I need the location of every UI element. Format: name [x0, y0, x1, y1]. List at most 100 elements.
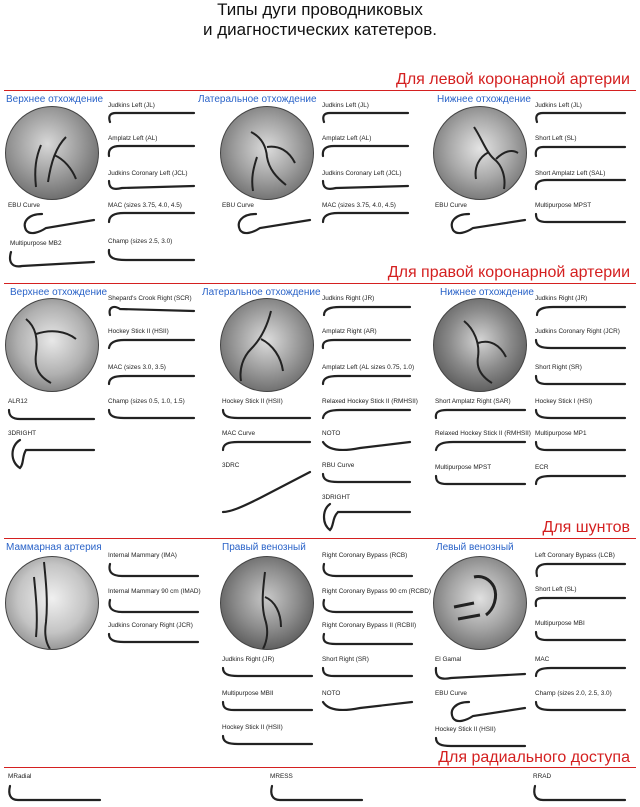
group-heading: Верхнее отхождение: [10, 287, 108, 298]
catheter-shape: [534, 440, 627, 452]
catheter-label: RBU Curve: [322, 462, 355, 469]
catheter-label: MAC (sizes 3.75, 4.0, 4.5): [322, 202, 396, 209]
catheter-label: Judkins Coronary Left (JCL): [108, 170, 188, 177]
catheter-shape: [107, 179, 196, 190]
catheter-shape: [107, 248, 196, 262]
catheter-shape: [108, 111, 196, 124]
catheter-label: Judkins Right (JR): [535, 295, 588, 302]
catheter-label: Multipurpose MPST: [435, 464, 492, 471]
catheter-label: MRadial: [8, 773, 32, 780]
page-title: Типы дуги проводниковых и диагностически…: [0, 0, 640, 40]
catheter-label: Judkins Left (JL): [322, 102, 369, 109]
catheter-label: Amplatz Left (AL): [322, 135, 372, 142]
catheter-shape: [107, 632, 200, 644]
group-heading: Нижнее отхождение: [440, 287, 534, 298]
catheter-label: EBU Curve: [222, 202, 254, 209]
catheter-shape: [107, 338, 196, 350]
catheter-shape: [107, 408, 196, 420]
catheter-shape: [7, 408, 96, 421]
catheter-label: Amplatz Left (AL sizes 0.75, 1.0): [322, 364, 415, 371]
catheter-label: MAC (sizes 3.75, 4.0, 4.5): [108, 202, 182, 209]
catheter-shape: [270, 784, 364, 802]
section-divider: [4, 283, 636, 284]
catheter-shape: [221, 408, 312, 420]
catheter-shape: [534, 178, 627, 191]
catheter-label: Champ (sizes 2.0, 2.5, 3.0): [535, 690, 612, 697]
catheter-shape: [321, 211, 410, 224]
catheter-shape: [221, 440, 312, 452]
group-heading: Нижнее отхождение: [437, 94, 531, 105]
catheter-shape: [321, 408, 412, 420]
catheter-label: Amplatz Right (AR): [322, 328, 377, 335]
section-radial-title: Для радиального доступа: [438, 749, 630, 766]
catheter-label: Multipurpose MPST: [535, 202, 592, 209]
group-heading: Латеральное отхождение: [198, 94, 317, 105]
catheter-label: Short Left (SL): [535, 135, 577, 142]
catheter-shape: [107, 144, 196, 158]
catheter-label: Judkins Coronary Right (JCR): [535, 328, 620, 335]
catheter-shape: [8, 784, 102, 802]
catheter-shape: [434, 736, 527, 748]
section-left-coronary-title: Для левой коронарной артерии: [395, 71, 630, 88]
catheter-label: Relaxed Hockey Stick II (RMHSII): [322, 398, 418, 405]
catheter-shape: [534, 408, 627, 420]
catheter-shape: [108, 562, 200, 578]
catheter-shape: [434, 408, 527, 420]
angiogram-image: [433, 106, 527, 200]
angiogram-image: [5, 298, 99, 392]
catheter-shape: [321, 338, 412, 350]
angiogram-image: [433, 556, 527, 650]
catheter-shape: [534, 474, 627, 486]
group-heading: Правый венозный: [222, 542, 306, 553]
catheter-shape: [108, 305, 196, 317]
catheter-shape: [535, 305, 627, 317]
catheter-label: Short Right (SR): [322, 656, 369, 663]
catheter-label: ALR12: [8, 398, 28, 405]
catheter-label: Judkins Right (JR): [322, 295, 375, 302]
catheter-shape: [321, 666, 414, 678]
catheter-label: Short Amplatz Left (SAL): [535, 170, 606, 177]
catheter-shape: [534, 666, 627, 678]
catheter-label: ECR: [535, 464, 549, 471]
title-line-1: Типы дуги проводниковых: [217, 0, 423, 19]
catheter-label: 3DRC: [222, 462, 240, 469]
catheter-label: Short Amplatz Right (SAR): [435, 398, 511, 405]
group-heading: Маммарная артерия: [6, 542, 102, 553]
catheter-label: Multipurpose MBII: [222, 690, 274, 697]
catheter-label: Hockey Stick II (HSII): [108, 328, 169, 335]
catheter-label: Internal Mammary 90 cm (IMAD): [108, 588, 201, 595]
section-divider: [4, 767, 636, 768]
group-heading: Верхнее отхождение: [6, 94, 104, 105]
angiogram-image: [220, 106, 314, 200]
catheter-label: Hockey Stick I (HSI): [535, 398, 593, 405]
catheter-label: Champ (sizes 2.5, 3.0): [108, 238, 173, 245]
angiogram-image: [433, 298, 527, 392]
catheter-shape: [534, 596, 627, 608]
catheter-shape: [321, 144, 410, 158]
catheter-shape: [450, 700, 527, 723]
catheter-shape: [322, 562, 414, 578]
catheter-shape: [534, 145, 627, 158]
catheter-label: Judkins Left (JL): [108, 102, 155, 109]
catheter-shape: [321, 440, 412, 452]
catheter-shape: [221, 700, 314, 712]
catheter-shape: [237, 212, 312, 235]
catheter-shape: [535, 562, 627, 578]
angiogram-image: [220, 556, 314, 650]
catheter-label: MAC Curve: [222, 430, 256, 437]
title-line-2: и диагностических катетеров.: [203, 20, 437, 39]
catheter-label: Multipurpose MBI: [535, 620, 585, 627]
catheter-label: Judkins Coronary Left (JCL): [322, 170, 402, 177]
catheter-shape: [221, 666, 314, 678]
catheter-shape: [322, 111, 410, 124]
catheter-shape: [321, 374, 412, 386]
catheter-shape: [535, 111, 627, 124]
catheter-shape: [221, 734, 314, 746]
catheter-label: Hockey Stick II (HSII): [222, 724, 283, 731]
catheter-label: EBU Curve: [435, 690, 467, 697]
catheter-shape: [221, 470, 312, 514]
catheter-label: 3DRIGHT: [8, 430, 37, 437]
catheter-label: NOTO: [322, 690, 341, 697]
catheter-label: Multipurpose MP1: [535, 430, 587, 437]
section-shunts-title: Для шунтов: [542, 519, 631, 536]
